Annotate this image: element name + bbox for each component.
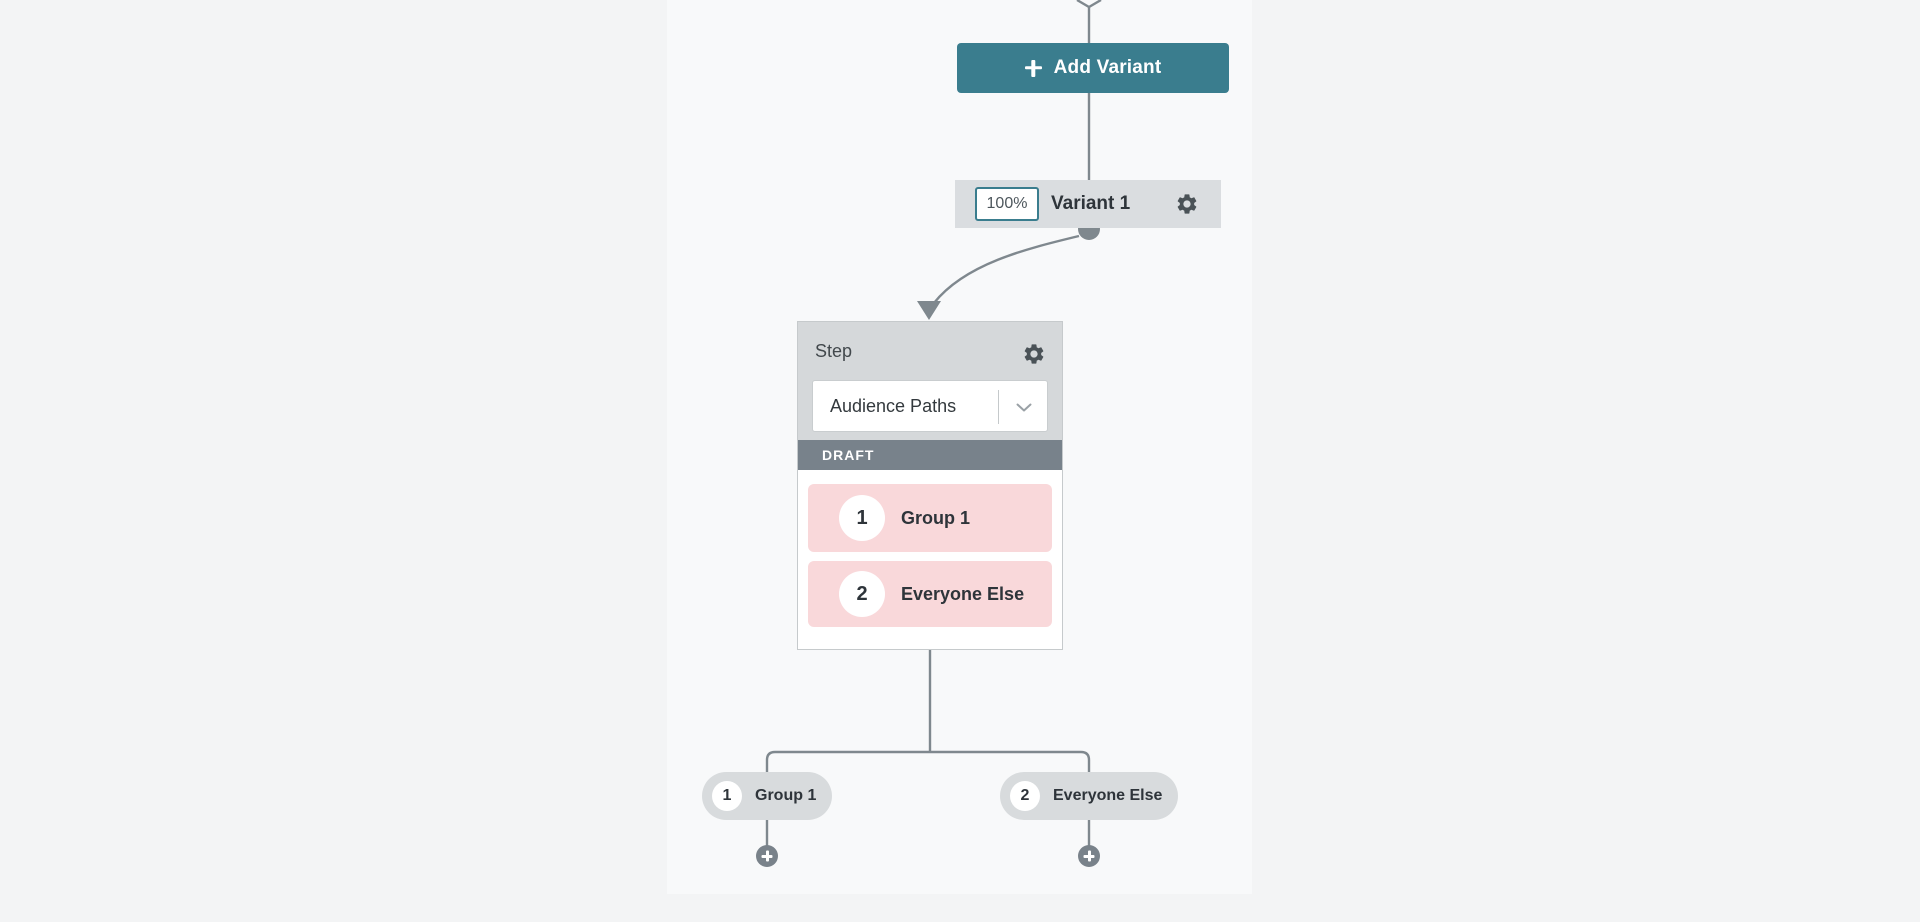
branch-label: Group 1	[755, 787, 817, 804]
variant-settings-button[interactable]	[1175, 192, 1199, 216]
plus-circle-icon	[1084, 851, 1095, 862]
branch-number-badge: 2	[1010, 781, 1040, 811]
add-variant-label: Add Variant	[1053, 57, 1162, 78]
audience-paths-list: 1 Group 1 2 Everyone Else	[798, 470, 1062, 627]
branch-number-badge: 1	[712, 781, 742, 811]
variant-label: Variant 1	[1051, 193, 1131, 214]
gear-icon	[1177, 194, 1197, 214]
gear-icon	[1024, 344, 1044, 364]
branch-node-everyone-else[interactable]: 2 Everyone Else	[1000, 772, 1178, 820]
add-step-button-branch-1[interactable]	[756, 845, 778, 867]
step-title: Step	[815, 341, 853, 361]
add-variant-button[interactable]: Add Variant	[957, 43, 1229, 93]
chevron-down-icon	[1016, 403, 1032, 412]
branch-label: Everyone Else	[1053, 787, 1163, 804]
variant-node[interactable]: Variant 1	[955, 180, 1221, 228]
step-type-selected: Audience Paths	[830, 395, 957, 416]
variant-percent-input[interactable]	[975, 187, 1039, 221]
branch-node-group-1[interactable]: 1 Group 1	[702, 772, 832, 820]
step-type-dropdown[interactable]: Audience Paths	[812, 380, 1048, 432]
audience-path-row-1[interactable]: 1 Group 1	[808, 484, 1052, 552]
status-badge: DRAFT	[798, 440, 1062, 470]
plus-icon	[1025, 60, 1042, 77]
plus-circle-icon	[762, 851, 773, 862]
path-number-badge: 1	[839, 495, 885, 541]
step-card[interactable]: Step Audience Paths DRAFT 1 Group 1 2	[797, 321, 1063, 650]
add-step-button-branch-2[interactable]	[1078, 845, 1100, 867]
dropdown-divider	[998, 390, 999, 424]
audience-path-row-2[interactable]: 2 Everyone Else	[808, 561, 1052, 627]
step-card-header: Step Audience Paths	[798, 322, 1062, 440]
path-label: Group 1	[901, 507, 971, 528]
path-label: Everyone Else	[901, 583, 1025, 604]
step-settings-button[interactable]	[1022, 342, 1046, 366]
path-number-badge: 2	[839, 571, 885, 617]
